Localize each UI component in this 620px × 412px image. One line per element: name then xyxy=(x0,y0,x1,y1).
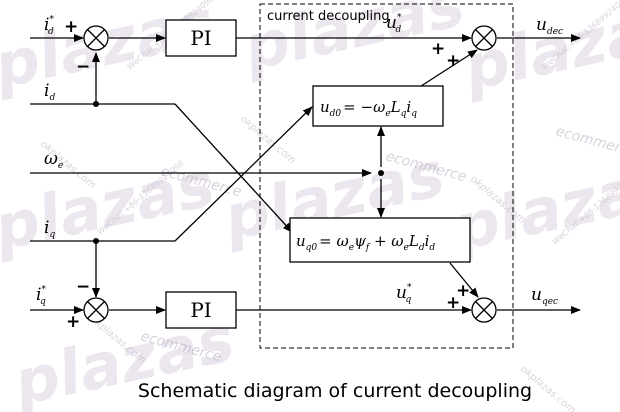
pi-label-q: PI xyxy=(190,298,211,322)
label-id-ref: i*d xyxy=(44,15,54,37)
sign-minus-iq: − xyxy=(76,277,90,297)
junction-iq xyxy=(93,238,99,244)
sum-junction-d-error xyxy=(83,25,109,51)
sum-junction-q-output xyxy=(471,297,497,323)
sum-junction-q-error xyxy=(83,297,109,323)
sign-plus-ud-ref: + xyxy=(431,39,445,59)
ud0-compensation-block: ud0= −ωeLqiq xyxy=(312,85,444,127)
sign-plus-id-ref: + xyxy=(64,17,78,37)
label-iq: iq xyxy=(44,218,55,240)
uq0-equation: uq0= ωeψf + ωeLdid xyxy=(296,232,435,253)
watermark-brand: plazas xyxy=(0,147,221,265)
sign-plus-uq0: + xyxy=(456,281,470,301)
pi-label-d: PI xyxy=(190,26,211,50)
label-uq-ref: u*q xyxy=(396,283,412,305)
label-u-dec-d: udec xyxy=(536,15,563,37)
junction-omega xyxy=(378,170,384,176)
pi-controller-d: PI xyxy=(165,19,237,57)
label-u-dec-q: uqec xyxy=(531,285,558,307)
label-ud-ref: u*d xyxy=(386,13,402,35)
junction-id xyxy=(93,101,99,107)
watermark-ecommerce: ecommerce xyxy=(554,123,620,160)
signal-wires xyxy=(30,34,581,314)
sign-plus-iq-ref: + xyxy=(66,312,80,332)
label-iq-ref: i*q xyxy=(36,285,46,307)
sign-plus-uq-ref: + xyxy=(446,293,460,313)
decoupling-region xyxy=(259,3,514,349)
region-label: current decoupling xyxy=(267,9,390,24)
pi-controller-q: PI xyxy=(165,291,237,329)
label-omega-e: ωe xyxy=(44,149,63,171)
sign-minus-id: − xyxy=(76,57,90,77)
sign-plus-ud0: + xyxy=(446,51,460,71)
figure-caption: Schematic diagram of current decoupling xyxy=(138,380,532,402)
watermark-site: okplazas.com xyxy=(238,114,298,166)
uq0-compensation-block: uq0= ωeψf + ωeLdid xyxy=(289,217,471,263)
sum-junction-d-output xyxy=(471,25,497,51)
label-id: id xyxy=(44,81,55,103)
ud0-equation: ud0= −ωeLqiq xyxy=(320,98,417,119)
